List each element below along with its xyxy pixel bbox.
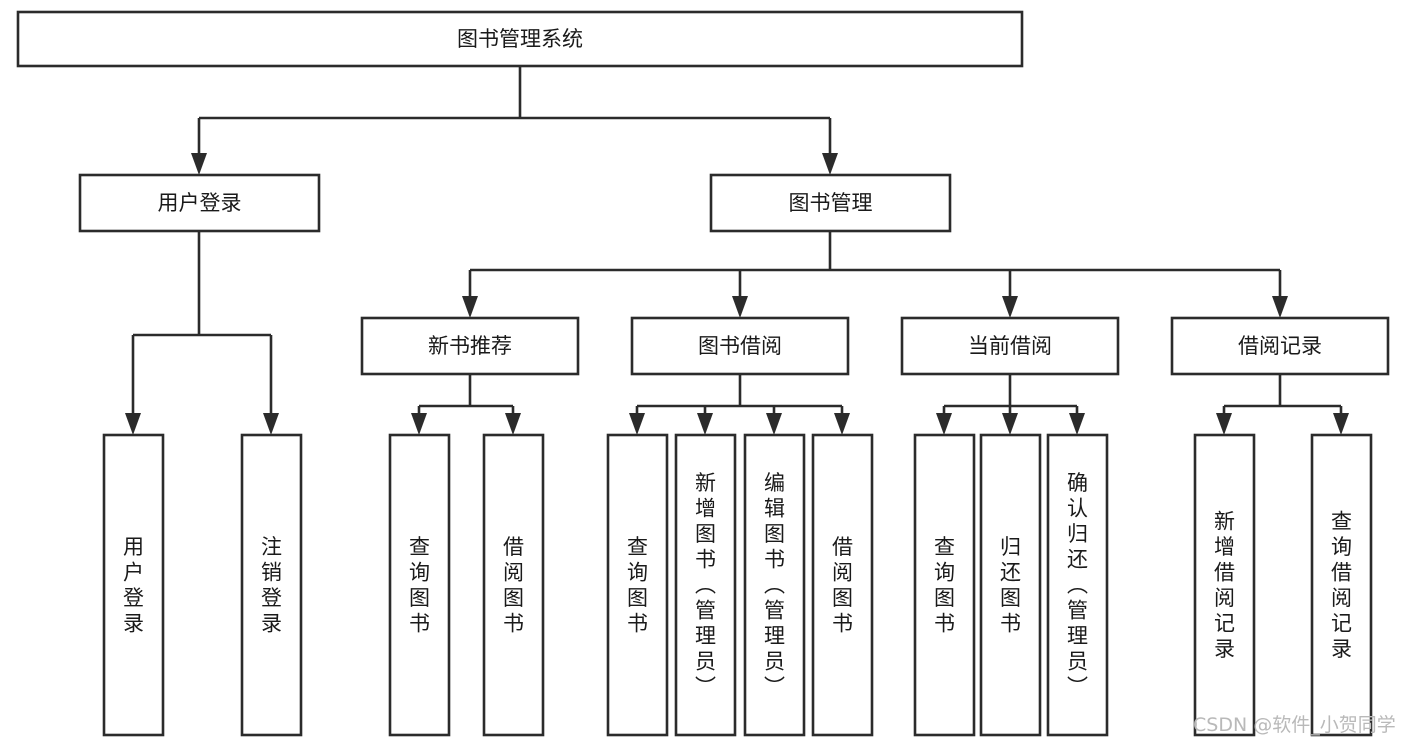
arrow-head-icon [834,413,850,435]
node-leaf-query-book-rec[interactable]: 查询图书 [388,433,451,737]
arrow-head-icon [462,296,478,318]
node-leaf-edit-book[interactable]: 编辑图书︵管理员︶ [743,433,806,737]
node-box[interactable] [606,433,669,737]
node-book-manage[interactable]: 图书管理 [709,173,952,233]
node-label: 借阅图书 [503,535,524,636]
node-leaf-borrow-book-rec[interactable]: 借阅图书 [482,433,545,737]
node-label: 用户登录 [123,535,144,636]
node-label: 确认归还︵管理员︶ [1067,471,1088,699]
node-box[interactable] [102,433,165,737]
arrow-head-icon [1333,413,1349,435]
node-borrow-record[interactable]: 借阅记录 [1170,316,1390,376]
node-label: 编辑图书︵管理员︶ [764,471,785,699]
arrow-head-icon [191,153,207,175]
arrow-head-icon [936,413,952,435]
node-box[interactable] [360,316,580,376]
nodes-layer: 图书管理系统用户登录图书管理新书推荐图书借阅当前借阅借阅记录用户登录注销登录查询… [16,10,1390,737]
node-leaf-return-book[interactable]: 归还图书 [979,433,1042,737]
node-leaf-borrow-book[interactable]: 借阅图书 [811,433,874,737]
node-leaf-query-book-borrow[interactable]: 查询图书 [606,433,669,737]
connector-recommend-to-leaves [411,374,521,435]
node-leaf-query-book-cur[interactable]: 查询图书 [913,433,976,737]
connector-borrow-to-leaves [629,374,850,435]
node-box[interactable] [1310,433,1373,737]
node-box[interactable] [482,433,545,737]
node-label: 图书管理 [789,191,873,215]
arrow-head-icon [732,296,748,318]
node-leaf-confirm-return[interactable]: 确认归还︵管理员︶ [1046,433,1109,737]
arrow-head-icon [505,413,521,435]
node-box[interactable] [388,433,451,737]
csdn-watermark: CSDN @软件_小贺同学 [1193,714,1396,736]
arrow-head-icon [263,413,279,435]
node-box[interactable] [979,433,1042,737]
node-label: 注销登录 [261,535,282,636]
node-label: 图书管理系统 [457,27,583,51]
node-box[interactable] [16,10,1024,68]
arrow-head-icon [125,413,141,435]
node-new-book-recommend[interactable]: 新书推荐 [360,316,580,376]
arrow-head-icon [411,413,427,435]
arrow-head-icon [1216,413,1232,435]
node-box[interactable] [630,316,850,376]
node-box[interactable] [1046,433,1109,737]
node-label: 查询图书 [934,535,955,636]
node-leaf-add-record[interactable]: 新增借阅记录 [1193,433,1256,737]
connector-bookmanage-to-level3 [462,231,1288,318]
node-leaf-add-book[interactable]: 新增图书︵管理员︶ [674,433,737,737]
arrow-head-icon [1272,296,1288,318]
node-box[interactable] [900,316,1120,376]
node-box[interactable] [709,173,952,233]
node-label: 用户登录 [158,191,242,215]
node-label: 图书借阅 [698,334,782,358]
node-label: 借阅记录 [1238,334,1322,358]
node-box[interactable] [811,433,874,737]
node-box[interactable] [674,433,737,737]
arrow-head-icon [766,413,782,435]
connector-userlogin-to-leaves [125,231,279,435]
node-box[interactable] [240,433,303,737]
node-box[interactable] [78,173,321,233]
connector-current-to-leaves [936,374,1085,435]
arrow-head-icon [1069,413,1085,435]
node-root[interactable]: 图书管理系统 [16,10,1024,68]
node-label: 归还图书 [1000,535,1021,636]
node-label: 新增借阅记录 [1214,509,1235,661]
node-box[interactable] [743,433,806,737]
node-book-borrow[interactable]: 图书借阅 [630,316,850,376]
arrow-head-icon [629,413,645,435]
arrow-head-icon [822,153,838,175]
node-label: 查询图书 [627,535,648,636]
node-label: 借阅图书 [832,535,853,636]
node-label: 新增图书︵管理员︶ [695,471,716,699]
arrow-head-icon [697,413,713,435]
node-label: 当前借阅 [968,334,1052,358]
node-leaf-logout[interactable]: 注销登录 [240,433,303,737]
node-box[interactable] [1170,316,1390,376]
node-user-login[interactable]: 用户登录 [78,173,321,233]
arrow-head-icon [1002,296,1018,318]
node-leaf-user-login[interactable]: 用户登录 [102,433,165,737]
arrow-head-icon [1002,413,1018,435]
node-leaf-query-record[interactable]: 查询借阅记录 [1310,433,1373,737]
node-box[interactable] [913,433,976,737]
node-box[interactable] [1193,433,1256,737]
connector-root-to-level2 [191,66,838,175]
node-label: 查询图书 [409,535,430,636]
node-label: 新书推荐 [428,334,512,358]
node-label: 查询借阅记录 [1331,509,1352,661]
connector-edges-layer [125,66,1349,435]
node-current-borrow[interactable]: 当前借阅 [900,316,1120,376]
connector-record-to-leaves [1216,374,1349,435]
